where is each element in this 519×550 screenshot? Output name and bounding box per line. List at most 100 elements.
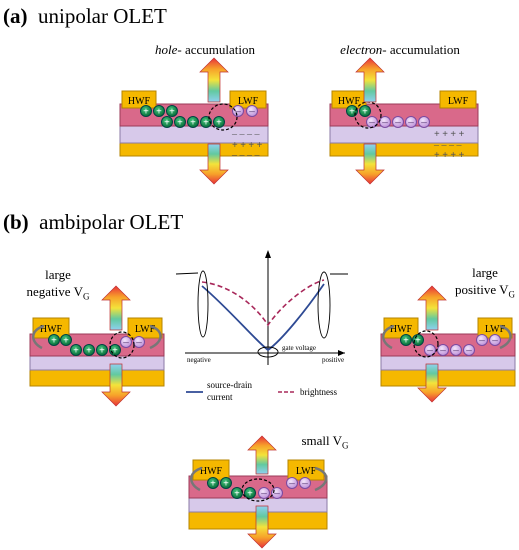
electrons: – – – – – bbox=[366, 116, 430, 129]
hole bbox=[359, 105, 371, 117]
hole bbox=[60, 334, 72, 346]
electron bbox=[299, 477, 311, 489]
emission-arrow-down bbox=[417, 363, 447, 403]
x-axis-label: gate voltage bbox=[282, 344, 316, 352]
induced-charges: + + + + bbox=[434, 150, 465, 161]
hole bbox=[213, 116, 225, 128]
electron bbox=[437, 344, 449, 356]
svg-text:+: + bbox=[112, 346, 118, 357]
svg-text:–: – bbox=[426, 345, 433, 357]
svg-text:–: – bbox=[301, 478, 308, 490]
hwf-label: HWF bbox=[40, 324, 63, 335]
device-b-small: HWF LWF + + + + – – – – bbox=[188, 435, 328, 549]
panel-a-title: unipolar OLET bbox=[38, 4, 167, 28]
electron-italic: electron bbox=[340, 42, 383, 57]
electrons: – – – – – – bbox=[424, 334, 501, 357]
electrons: – – – – bbox=[258, 477, 311, 500]
electron bbox=[476, 334, 488, 346]
lwf-electrode bbox=[127, 317, 163, 339]
svg-text:+: + bbox=[234, 489, 240, 500]
svg-text:+: + bbox=[247, 489, 253, 500]
device-b-positive: HWF LWF + + – – – – – – bbox=[380, 285, 516, 403]
gold-substrate bbox=[380, 369, 516, 387]
dielectric-layer bbox=[380, 355, 516, 371]
svg-text:+: + bbox=[349, 107, 355, 118]
lwf-label: LWF bbox=[238, 96, 259, 107]
current-flow-arrow bbox=[190, 466, 203, 492]
induced-charges: – – – – bbox=[433, 140, 463, 151]
svg-text:–: – bbox=[135, 337, 142, 349]
emission-arrow-down bbox=[355, 143, 385, 185]
induced-charges: + + + + bbox=[232, 140, 263, 151]
electron-accumulation-caption: electron- accumulation bbox=[330, 42, 470, 58]
electron bbox=[258, 487, 270, 499]
device-b-negative: HWF LWF + + + + + + – – bbox=[29, 285, 165, 407]
holes: + + + + + + + + bbox=[140, 105, 225, 129]
emission-arrow-down bbox=[101, 363, 131, 407]
panel-b-label: (b) bbox=[3, 210, 29, 234]
hwf-electrode bbox=[121, 90, 157, 109]
electron-rest: - accumulation bbox=[382, 42, 460, 57]
large-positive-line1: large bbox=[472, 265, 498, 280]
holes: + + bbox=[346, 105, 371, 118]
lwf-electrode bbox=[439, 90, 477, 109]
left-ellipse-marker bbox=[197, 270, 209, 338]
electron bbox=[424, 344, 436, 356]
current-curve bbox=[201, 283, 325, 352]
svg-text:+: + bbox=[164, 118, 170, 129]
electron bbox=[418, 116, 430, 128]
gold-substrate bbox=[29, 369, 165, 387]
electrons: – – bbox=[120, 336, 145, 349]
current-flow-arrow bbox=[314, 466, 328, 492]
hole bbox=[207, 477, 219, 489]
svg-text:–: – bbox=[234, 106, 241, 118]
svg-text:+: + bbox=[415, 336, 421, 347]
recombination-zone bbox=[241, 478, 275, 502]
device-a-hole: HWF LWF + + + + + + + + – – – – – – + + … bbox=[119, 57, 269, 185]
hwf-label: HWF bbox=[338, 96, 361, 107]
hwf-label: HWF bbox=[390, 324, 413, 335]
svg-text:+: + bbox=[156, 107, 162, 118]
hole-rest: - accumulation bbox=[177, 42, 255, 57]
svg-text:+: + bbox=[63, 336, 69, 347]
svg-text:+: + bbox=[99, 346, 105, 357]
emission-arrow-down bbox=[247, 505, 277, 549]
hole bbox=[166, 105, 178, 117]
large-positive-line2: positive V bbox=[454, 282, 509, 297]
hole bbox=[153, 105, 165, 117]
hole-italic: hole bbox=[155, 42, 178, 57]
hole bbox=[400, 334, 412, 346]
electron bbox=[246, 105, 258, 117]
svg-text:–: – bbox=[368, 117, 375, 129]
small-vg-line1: small V bbox=[301, 433, 343, 448]
electron bbox=[450, 344, 462, 356]
svg-text:+: + bbox=[362, 107, 368, 118]
large-negative-line2: negative V bbox=[26, 284, 83, 299]
recombination-zone bbox=[413, 330, 439, 358]
large-negative-sub: G bbox=[82, 291, 90, 302]
svg-text:–: – bbox=[248, 106, 255, 118]
hole bbox=[231, 487, 243, 499]
hole bbox=[174, 116, 186, 128]
current-flow-arrow bbox=[382, 324, 395, 350]
svg-text:–: – bbox=[407, 117, 414, 129]
svg-text:+: + bbox=[203, 118, 209, 129]
svg-text:+: + bbox=[210, 479, 216, 490]
hole bbox=[70, 344, 82, 356]
hole bbox=[200, 116, 212, 128]
x-negative-label: negative bbox=[187, 356, 211, 364]
center-ellipse-marker bbox=[257, 346, 279, 358]
ambipolar-plot: negative positive gate voltage source-dr… bbox=[175, 250, 348, 402]
emission-arrow-up bbox=[355, 57, 385, 103]
hole bbox=[161, 116, 173, 128]
svg-text:+: + bbox=[86, 346, 92, 357]
brightness-curve bbox=[201, 279, 325, 327]
electron bbox=[120, 336, 132, 348]
recombination-zone bbox=[109, 331, 135, 359]
emission-arrow-up bbox=[417, 285, 447, 331]
lwf-label: LWF bbox=[448, 96, 469, 107]
holes: + + + + + + bbox=[48, 334, 121, 357]
hole bbox=[244, 487, 256, 499]
svg-text:–: – bbox=[381, 117, 388, 129]
